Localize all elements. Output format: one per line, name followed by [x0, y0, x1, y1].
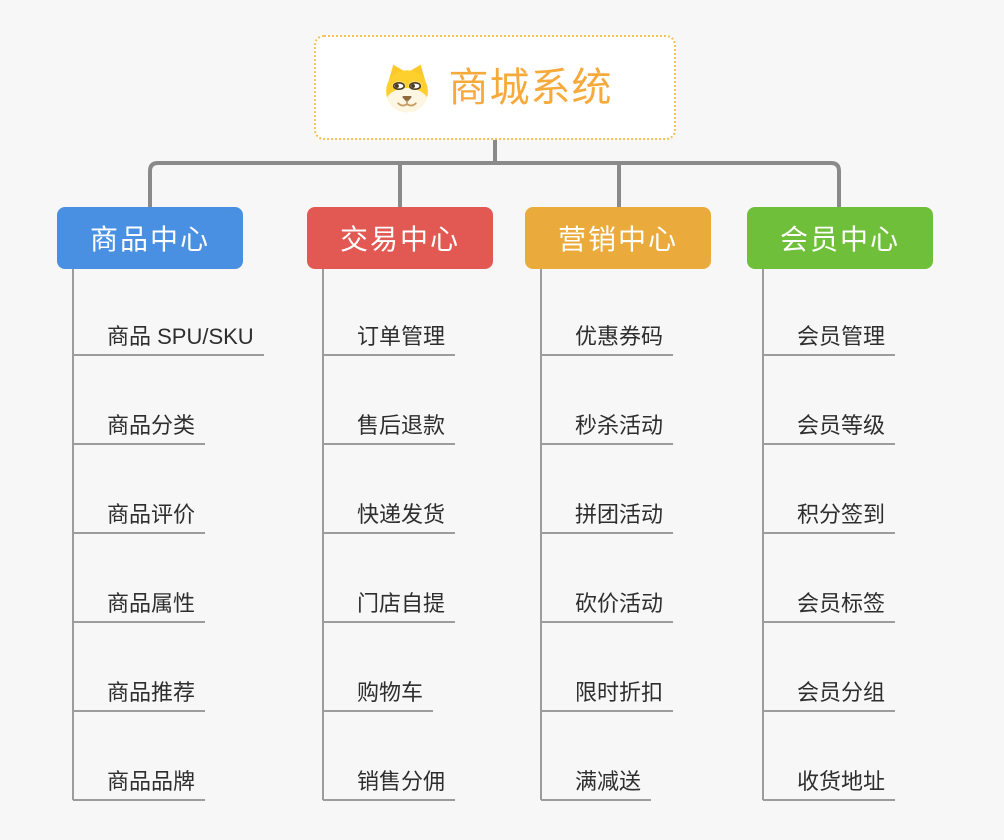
- leaf-item[interactable]: 订单管理: [323, 316, 456, 356]
- leaf-label: 门店自提: [357, 590, 446, 616]
- leaf-label: 购物车: [357, 679, 424, 705]
- leaf-item[interactable]: 收货地址: [763, 761, 896, 801]
- leaf-item[interactable]: 满减送: [541, 761, 652, 801]
- leaf-label: 商品推荐: [107, 679, 196, 705]
- leaf-item[interactable]: 销售分佣: [323, 761, 456, 801]
- leaf-label: 会员等级: [797, 412, 886, 438]
- branch-node-marketing-center[interactable]: 营销中心: [525, 207, 711, 269]
- branch-node-label: 营销中心: [557, 224, 678, 255]
- root-node-mall-system[interactable]: 商城系统: [314, 35, 676, 140]
- leaf-item[interactable]: 售后退款: [323, 405, 456, 445]
- leaf-item[interactable]: 商品属性: [73, 583, 206, 623]
- leaf-label: 会员分组: [797, 679, 886, 705]
- leaf-item[interactable]: 会员等级: [763, 405, 896, 445]
- leaf-item[interactable]: 商品 SPU/SKU: [73, 316, 264, 356]
- branch-node-label: 交易中心: [339, 224, 460, 255]
- leaf-label: 会员标签: [797, 590, 886, 616]
- leaf-item[interactable]: 会员管理: [763, 316, 896, 356]
- leaf-item[interactable]: 砍价活动: [541, 583, 674, 623]
- leaf-item[interactable]: 限时折扣: [541, 672, 674, 712]
- leaf-item[interactable]: 门店自提: [323, 583, 456, 623]
- leaf-label: 销售分佣: [357, 768, 446, 794]
- leaf-item[interactable]: 秒杀活动: [541, 405, 674, 445]
- leaf-item[interactable]: 优惠券码: [541, 316, 674, 356]
- branch-node-label: 会员中心: [779, 224, 900, 255]
- branch-node-label: 商品中心: [89, 224, 210, 255]
- leaf-label: 商品品牌: [107, 768, 196, 794]
- leaf-item[interactable]: 购物车: [323, 672, 434, 712]
- shiba-dog-icon: [385, 64, 428, 112]
- leaf-label: 商品属性: [107, 590, 196, 616]
- leaf-label: 拼团活动: [575, 501, 664, 527]
- leaf-label: 优惠券码: [575, 323, 664, 349]
- leaf-item[interactable]: 会员分组: [763, 672, 896, 712]
- leaf-item[interactable]: 会员标签: [763, 583, 896, 623]
- branch-node-trade-center[interactable]: 交易中心: [307, 207, 493, 269]
- leaf-label: 限时折扣: [575, 679, 664, 705]
- leaf-label: 秒杀活动: [575, 412, 664, 438]
- leaf-label: 商品评价: [107, 501, 196, 527]
- leaf-label: 售后退款: [357, 412, 446, 438]
- leaf-item[interactable]: 商品评价: [73, 494, 206, 534]
- leaf-item[interactable]: 快递发货: [323, 494, 456, 534]
- leaf-label: 满减送: [575, 768, 642, 794]
- branch-node-product-center[interactable]: 商品中心: [57, 207, 243, 269]
- leaf-label: 订单管理: [357, 323, 446, 349]
- leaf-item[interactable]: 拼团活动: [541, 494, 674, 534]
- leaf-label: 砍价活动: [575, 590, 664, 616]
- leaf-label: 快递发货: [357, 501, 446, 527]
- leaf-item[interactable]: 商品品牌: [73, 761, 206, 801]
- leaf-item[interactable]: 商品分类: [73, 405, 206, 445]
- leaf-label: 会员管理: [797, 323, 886, 349]
- leaf-label: 收货地址: [797, 768, 886, 794]
- leaf-label: 积分签到: [797, 501, 886, 527]
- leaf-item[interactable]: 商品推荐: [73, 672, 206, 712]
- leaf-label: 商品 SPU/SKU: [107, 323, 254, 349]
- branch-node-member-center[interactable]: 会员中心: [747, 207, 933, 269]
- leaf-label: 商品分类: [107, 412, 196, 438]
- leaf-item[interactable]: 积分签到: [763, 494, 896, 534]
- root-node-title: 商城系统: [448, 65, 613, 110]
